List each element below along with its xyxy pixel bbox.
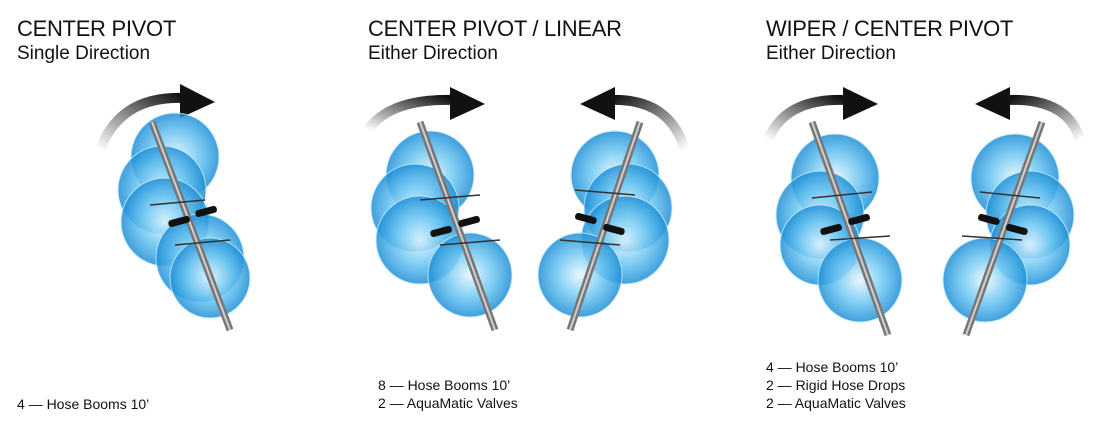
rotation-arrow-icon [95, 84, 215, 155]
rotation-arrow-icon [975, 87, 1085, 145]
rotation-arrow-icon [763, 87, 878, 145]
panel-title: WIPER / CENTER PIVOT [766, 16, 1014, 41]
panel-title: CENTER PIVOT / LINEAR [368, 16, 622, 41]
pivot-pipe-icon [559, 120, 644, 332]
panel-center-pivot: CENTER PIVOT Single Direction 4 — Hose B… [0, 0, 330, 422]
spray-pattern-icon [370, 130, 513, 318]
pivot-pipe-icon [961, 120, 1046, 337]
spray-diagram-single [95, 84, 251, 332]
spec-item: 8 — Hose Booms 10’ [378, 377, 511, 393]
spec-item: 2 — AquaMatic Valves [766, 395, 906, 411]
panel-subtitle: Single Direction [17, 43, 151, 64]
panel-subtitle: Either Direction [368, 43, 498, 64]
spec-item: 2 — Rigid Hose Drops [766, 377, 906, 393]
spec-list: 4 — Hose Booms 10’ 2 — Rigid Hose Drops … [766, 358, 906, 412]
rotation-arrow-icon [363, 87, 485, 135]
spec-item: 2 — AquaMatic Valves [378, 395, 518, 411]
spec-list: 4 — Hose Booms 10’ [17, 395, 149, 413]
rotation-arrow-icon [580, 87, 690, 155]
spray-diagram-either [363, 87, 690, 332]
pivot-pipe-icon [148, 120, 234, 332]
spec-item: 4 — Hose Booms 10’ [17, 396, 150, 412]
panel-title: CENTER PIVOT [17, 16, 176, 41]
spec-list: 8 — Hose Booms 10’ 2 — AquaMatic Valves [378, 376, 518, 412]
panel-center-pivot-linear: CENTER PIVOT / LINEAR Either Direction [363, 16, 690, 412]
panel-subtitle: Either Direction [766, 43, 896, 64]
pivot-pipe-icon [808, 120, 892, 337]
spec-item: 4 — Hose Booms 10’ [766, 359, 899, 375]
pivot-pipe-icon [416, 120, 501, 332]
